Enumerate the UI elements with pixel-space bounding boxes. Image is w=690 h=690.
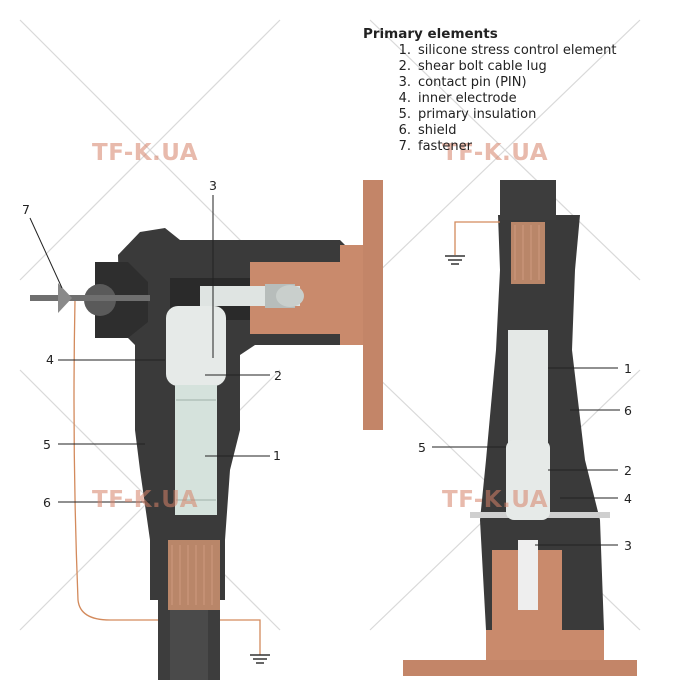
callout-4-right: 4 bbox=[624, 491, 632, 506]
watermark-text: TF-K.UA bbox=[442, 140, 549, 166]
callout-1-right: 1 bbox=[624, 361, 632, 376]
callout-6-right: 6 bbox=[624, 403, 632, 418]
legend-item-number: 6. bbox=[398, 123, 411, 138]
legend-item: 4. inner electrode bbox=[363, 91, 617, 107]
legend-list: 1. silicone stress control element 2. shear… bbox=[363, 43, 617, 155]
legend-item-number: 4. bbox=[398, 91, 411, 106]
callout-5-right: 5 bbox=[418, 440, 426, 455]
legend-item: 6. shield bbox=[363, 123, 617, 139]
callout-6: 6 bbox=[43, 495, 51, 510]
legend-item: 5. primary insulation bbox=[363, 107, 617, 123]
legend-item-label: fastener bbox=[418, 139, 472, 154]
legend-item: 2. shear bolt cable lug bbox=[363, 59, 617, 75]
watermark-text: TF-K.UA bbox=[442, 487, 549, 513]
callout-3: 3 bbox=[209, 178, 217, 193]
callout-5: 5 bbox=[43, 437, 51, 452]
legend-item-number: 2. bbox=[398, 59, 411, 74]
legend-item-label: inner electrode bbox=[418, 91, 517, 106]
watermark-text: TF-K.UA bbox=[92, 487, 199, 513]
legend-item-label: contact pin (PIN) bbox=[418, 75, 527, 90]
legend-item: 7. fastener bbox=[363, 139, 617, 155]
callout-1: 1 bbox=[273, 448, 281, 463]
legend-item-label: shear bolt cable lug bbox=[418, 59, 547, 74]
legend-item-number: 5. bbox=[398, 107, 411, 122]
callout-3-right: 3 bbox=[624, 538, 632, 553]
legend-item-label: shield bbox=[418, 123, 457, 138]
legend-item: 1. silicone stress control element bbox=[363, 43, 617, 59]
legend-item-label: primary insulation bbox=[418, 107, 537, 122]
legend-item-number: 3. bbox=[398, 75, 411, 90]
legend-title: Primary elements bbox=[363, 26, 498, 42]
legend: Primary elements 1. silicone stress contr… bbox=[363, 26, 617, 155]
callout-7: 7 bbox=[22, 202, 30, 217]
legend-item-number: 1. bbox=[398, 43, 411, 58]
callout-2-right: 2 bbox=[624, 463, 632, 478]
callout-2: 2 bbox=[274, 368, 282, 383]
legend-item: 3. contact pin (PIN) bbox=[363, 75, 617, 91]
legend-item-label: silicone stress control element bbox=[418, 43, 617, 58]
callout-4: 4 bbox=[46, 352, 54, 367]
watermark-text: TF-K.UA bbox=[92, 140, 199, 166]
legend-item-number: 7. bbox=[398, 139, 411, 154]
